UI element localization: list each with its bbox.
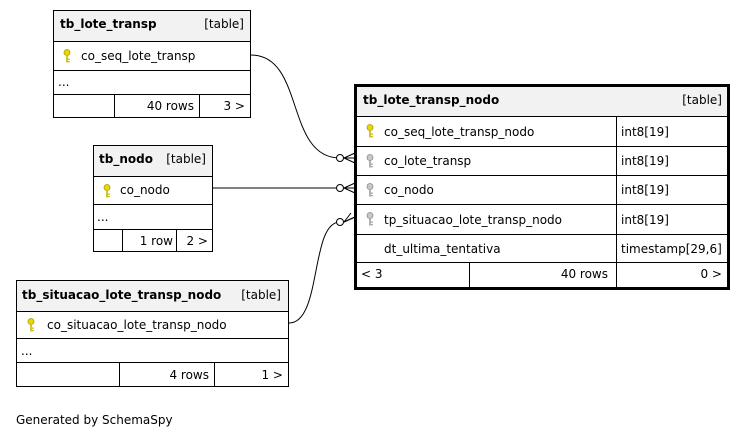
table-tb-situacao-lote-transp-nodo[interactable]: tb_situacao_lote_transp_nodo [table] co_…: [16, 280, 289, 387]
column-row[interactable]: co_seq_lote_transp: [54, 41, 250, 70]
table-name: tb_lote_transp: [60, 17, 157, 31]
row-count: 40 rows: [146, 99, 194, 113]
children-count[interactable]: 2 >: [186, 234, 208, 248]
column-name: co_situacao_lote_transp_nodo: [47, 318, 227, 332]
relationship-situacao: [288, 221, 341, 324]
footer-row: 4 rows 1 >: [17, 362, 288, 386]
ellipsis-row: ...: [94, 204, 212, 229]
row-count: 40 rows: [560, 267, 608, 281]
foreign-key-icon: [366, 183, 374, 197]
ellipsis: ...: [21, 344, 33, 358]
primary-key-icon: [63, 49, 71, 63]
table-kind: [table]: [204, 17, 244, 31]
column-name: co_lote_transp: [384, 154, 472, 168]
table-name: tb_nodo: [99, 152, 153, 166]
row-count: 1 row: [139, 234, 173, 248]
column-type: int8[19]: [621, 183, 669, 197]
ellipsis-row: ...: [17, 338, 288, 362]
column-row[interactable]: dt_ultima_tentativa timestamp[29,6]: [357, 234, 727, 262]
table-tb-nodo[interactable]: tb_nodo [table] co_nodo ... 1 row 2 >: [93, 145, 213, 252]
column-name: co_seq_lote_transp: [81, 49, 196, 63]
column-row[interactable]: co_situacao_lote_transp_nodo: [17, 311, 288, 338]
table-header: tb_nodo [table]: [94, 146, 212, 176]
primary-key-icon: [103, 184, 111, 198]
foreign-key-icon: [366, 212, 374, 226]
column-name: co_seq_lote_transp_nodo: [384, 125, 535, 139]
table-kind: [table]: [682, 93, 722, 107]
table-header: tb_lote_transp_nodo [table]: [357, 87, 727, 116]
table-tb-lote-transp-nodo[interactable]: tb_lote_transp_nodo [table] co_seq_lote_…: [354, 84, 730, 290]
table-header: tb_situacao_lote_transp_nodo [table]: [17, 281, 288, 311]
parents-count[interactable]: < 3: [361, 267, 383, 281]
ellipsis: ...: [58, 75, 70, 89]
table-tb-lote-transp[interactable]: tb_lote_transp [table] co_seq_lote_trans…: [53, 10, 251, 118]
column-name: co_nodo: [384, 183, 434, 197]
column-row[interactable]: co_lote_transp int8[19]: [357, 146, 727, 175]
children-count[interactable]: 0 >: [700, 267, 722, 281]
footer-row: 1 row 2 >: [94, 229, 212, 251]
children-count[interactable]: 1 >: [261, 368, 283, 382]
ellipsis-row: ...: [54, 70, 250, 94]
column-type: timestamp[29,6]: [621, 242, 722, 256]
column-row[interactable]: tp_situacao_lote_transp_nodo int8[19]: [357, 204, 727, 234]
foreign-key-icon: [366, 154, 374, 168]
relationship-lote-transp: [250, 54, 341, 159]
column-name: tp_situacao_lote_transp_nodo: [384, 213, 563, 227]
column-name: dt_ultima_tentativa: [384, 242, 501, 256]
column-row[interactable]: co_nodo: [94, 176, 212, 204]
table-header: tb_lote_transp [table]: [54, 11, 250, 41]
crowfoot-marker-situacao: [336, 212, 356, 226]
ellipsis: ...: [97, 210, 109, 224]
column-row[interactable]: co_seq_lote_transp_nodo int8[19]: [357, 116, 727, 146]
row-count: 4 rows: [169, 368, 209, 382]
footer-row: 40 rows 3 >: [54, 94, 250, 117]
column-type: int8[19]: [621, 154, 669, 168]
primary-key-icon: [366, 124, 374, 138]
crowfoot-marker-nodo: [336, 182, 356, 194]
column-row[interactable]: co_nodo int8[19]: [357, 175, 727, 204]
primary-key-icon: [27, 318, 35, 332]
children-count[interactable]: 3 >: [223, 99, 245, 113]
crowfoot-marker-lote-transp: [336, 152, 356, 164]
table-name: tb_situacao_lote_transp_nodo: [22, 288, 222, 302]
table-kind: [table]: [241, 288, 281, 302]
table-kind: [table]: [166, 152, 206, 166]
generated-by-label: Generated by SchemaSpy: [16, 413, 173, 427]
footer-row: < 3 40 rows 0 >: [357, 262, 727, 287]
column-type: int8[19]: [621, 125, 669, 139]
table-name: tb_lote_transp_nodo: [363, 93, 500, 107]
column-type: int8[19]: [621, 213, 669, 227]
column-name: co_nodo: [120, 183, 170, 197]
